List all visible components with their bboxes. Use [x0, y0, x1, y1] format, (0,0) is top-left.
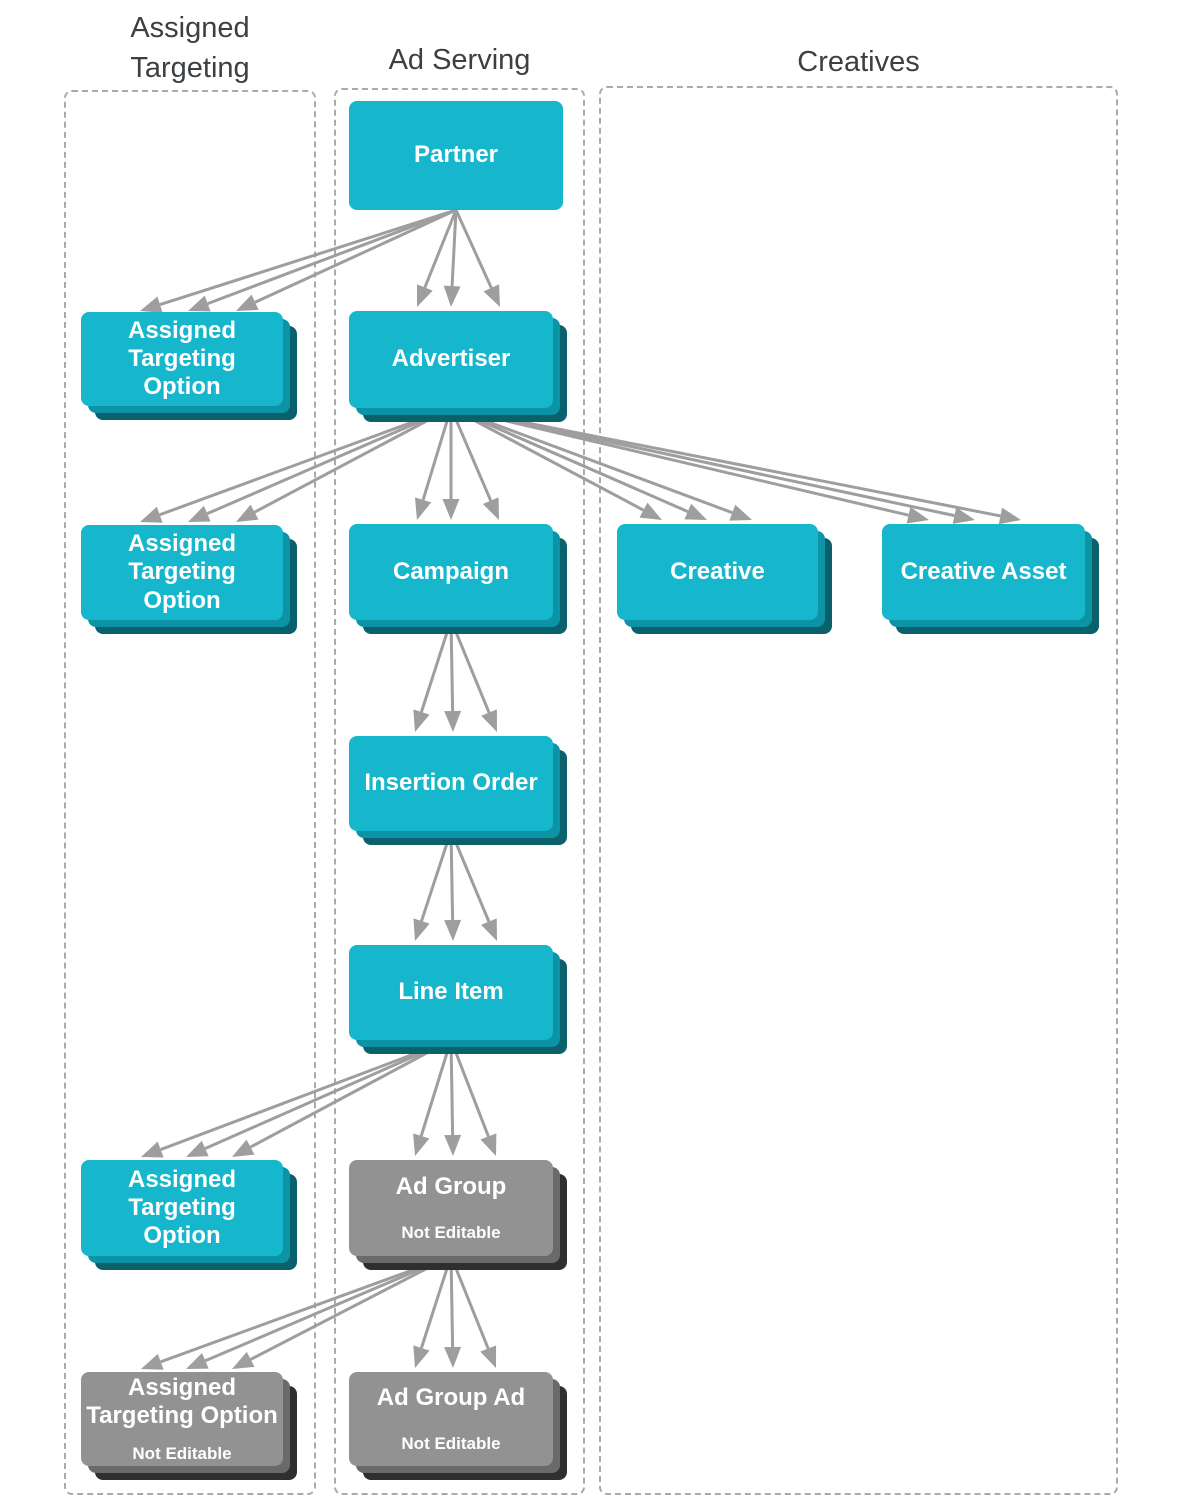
node-label: Ad Group Ad: [376, 1383, 526, 1411]
node-sublabel: Not Editable: [132, 1444, 232, 1464]
node-creative-asset: Creative Asset: [882, 524, 1085, 620]
column-assigned-targeting: [64, 90, 316, 1495]
node-assigned-targeting-option-advertiser: Assigned Targeting Option: [81, 525, 283, 620]
node-line-item: Line Item: [349, 945, 553, 1040]
column-ad-serving: [334, 88, 585, 1495]
node-ad-group: Ad Group Not Editable: [349, 1160, 553, 1256]
node-campaign: Campaign: [349, 524, 553, 620]
node-label: Line Item: [398, 978, 504, 1006]
column-header-assigned-targeting: Assigned Targeting: [130, 12, 250, 85]
column-header-ad-serving: Ad Serving: [388, 44, 531, 76]
node-assigned-targeting-option-ad-group: Assigned Targeting Option Not Editable: [81, 1372, 283, 1466]
node-partner: Partner: [349, 101, 563, 210]
node-label: Assigned Targeting Option: [127, 1165, 237, 1250]
node-label: Assigned Targeting Option: [86, 1373, 278, 1429]
node-label: Creative Asset: [900, 557, 1067, 585]
node-creative: Creative: [617, 524, 818, 620]
node-assigned-targeting-option-line-item: Assigned Targeting Option: [81, 1160, 283, 1256]
node-sublabel: Not Editable: [401, 1223, 501, 1243]
node-label: Creative: [670, 557, 765, 585]
node-label: Insertion Order: [364, 769, 538, 797]
node-label: Advertiser: [391, 345, 511, 373]
node-label: Campaign: [392, 557, 509, 585]
node-advertiser: Advertiser: [349, 311, 553, 408]
node-sublabel: Not Editable: [401, 1434, 501, 1454]
column-creatives: [599, 86, 1118, 1495]
column-header-creatives: Creatives: [797, 46, 920, 78]
node-ad-group-ad: Ad Group Ad Not Editable: [349, 1372, 553, 1466]
node-label: Assigned Targeting Option: [127, 530, 237, 614]
node-label: Assigned Targeting Option: [127, 316, 237, 401]
node-label: Partner: [413, 141, 499, 169]
node-label: Ad Group: [395, 1172, 507, 1200]
node-insertion-order: Insertion Order: [349, 736, 553, 831]
node-assigned-targeting-option-partner: Assigned Targeting Option: [81, 312, 283, 406]
